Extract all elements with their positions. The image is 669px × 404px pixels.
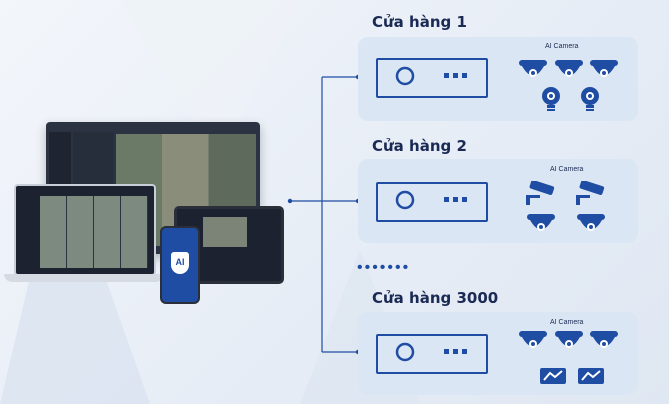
store-3000-panel: AI Camera xyxy=(358,312,638,395)
store-3000-title: Cửa hàng 3000 xyxy=(372,289,499,307)
ai-logo-text: AI xyxy=(175,257,185,267)
dvr-icon xyxy=(376,182,488,222)
box-camera-icon xyxy=(576,364,606,386)
more-stores-ellipsis: ••••••• xyxy=(357,259,411,276)
bulb-camera-icon xyxy=(540,85,562,115)
laptop-video-grid xyxy=(40,196,148,268)
store-2-title: Cửa hàng 2 xyxy=(372,137,467,155)
ai-camera-label: AI Camera xyxy=(550,166,584,173)
bulb-camera-icon xyxy=(579,85,601,115)
store-1-panel: AI Camera xyxy=(358,37,638,121)
bullet-camera-icon xyxy=(574,181,608,207)
dome-camera-icon xyxy=(576,213,606,237)
ai-camera-label: AI Camera xyxy=(545,43,579,50)
laptop-base xyxy=(4,274,164,282)
bullet-camera-icon xyxy=(524,181,558,207)
dome-camera-icon xyxy=(518,330,548,354)
store-2-panel: AI Camera xyxy=(358,159,638,243)
dome-camera-icon xyxy=(526,213,556,237)
dome-camera-icon xyxy=(589,330,619,354)
tablet-video xyxy=(203,217,247,247)
dvr-icon xyxy=(376,58,488,98)
store-1-title: Cửa hàng 1 xyxy=(372,13,467,31)
ai-shield-logo: AI xyxy=(171,252,189,274)
devices-illustration: AI xyxy=(4,120,300,310)
smartphone: AI xyxy=(160,226,200,304)
box-camera-icon xyxy=(538,364,568,386)
dome-camera-icon xyxy=(589,59,619,83)
dome-camera-icon xyxy=(518,59,548,83)
dvr-icon xyxy=(376,334,488,374)
ai-camera-label: AI Camera xyxy=(550,319,584,326)
dome-camera-icon xyxy=(554,330,584,354)
dome-camera-icon xyxy=(554,59,584,83)
